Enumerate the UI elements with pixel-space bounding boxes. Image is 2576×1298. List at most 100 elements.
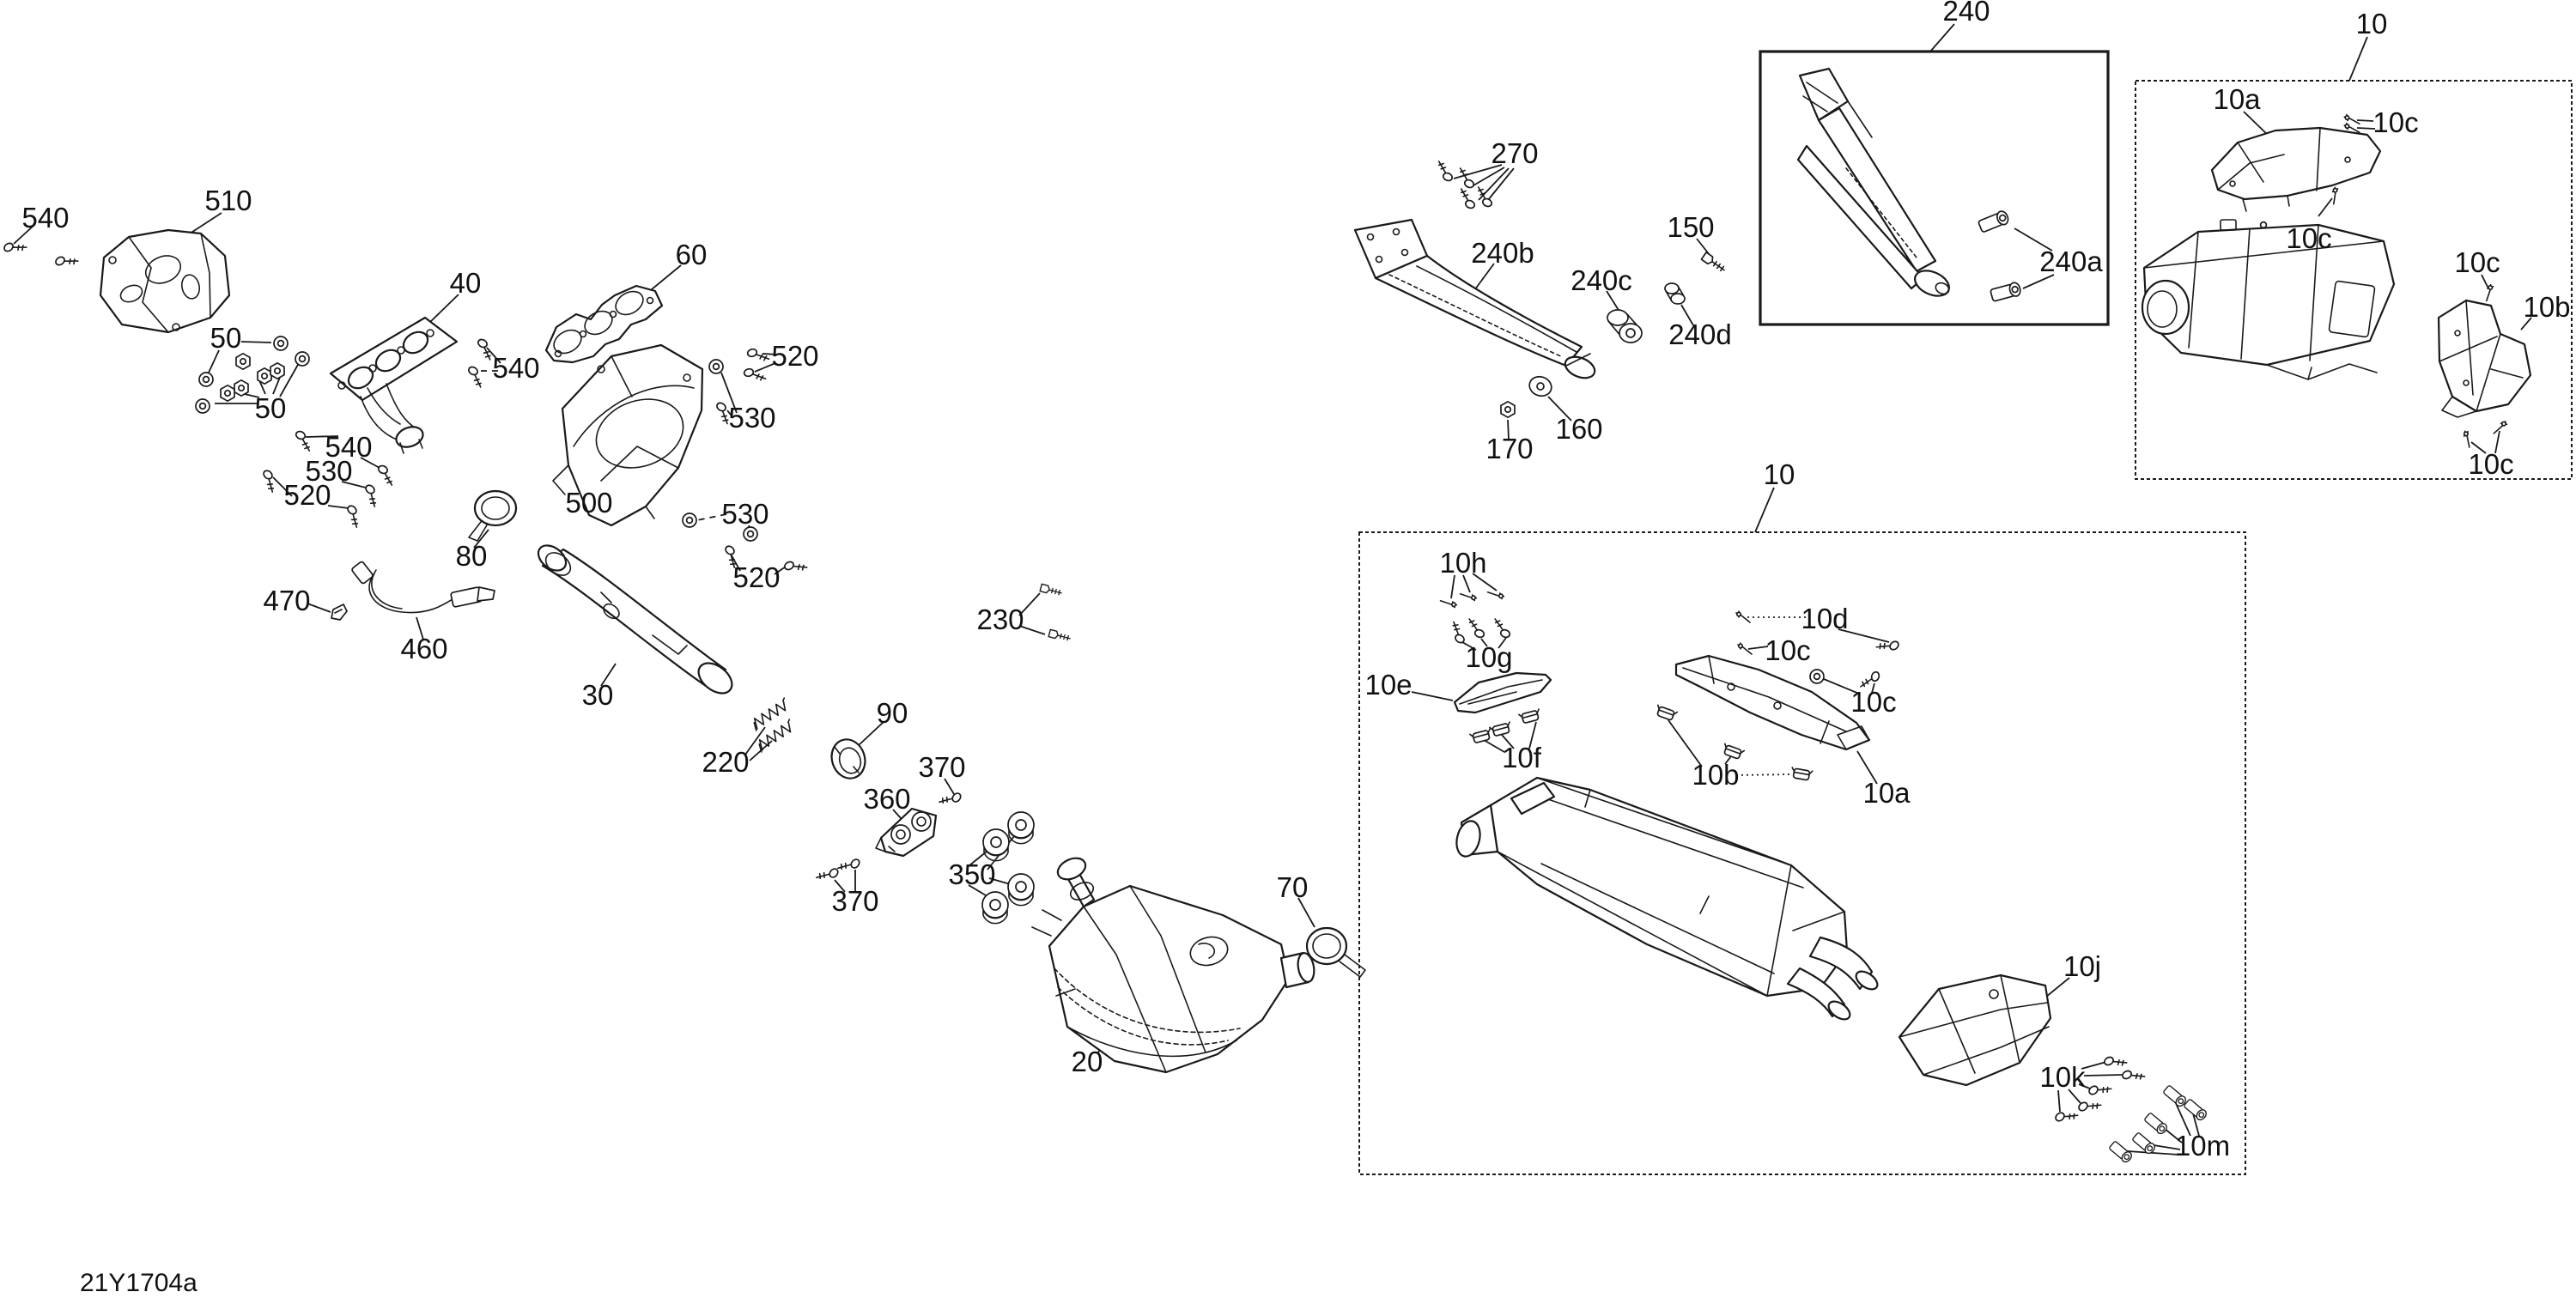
screw-icon — [2102, 1050, 2128, 1073]
push-pin-icon — [1459, 588, 1478, 605]
callout-520-3: 520 — [732, 561, 780, 593]
callout-370-2: 370 — [831, 885, 878, 917]
bolt-150-icon — [1700, 252, 1728, 275]
push-pins-10c-top-right — [2259, 112, 2508, 448]
callout-460: 460 — [400, 633, 447, 664]
muffler-bracket-360 — [875, 807, 938, 858]
callout-10c-tr1: 10c — [2372, 106, 2418, 138]
bolt-icon — [2107, 1139, 2135, 1165]
inset-box-10-main — [1358, 531, 2246, 1175]
washer-icon — [1809, 669, 1825, 684]
callout-530-3: 530 — [721, 498, 769, 530]
callout-160: 160 — [1555, 413, 1602, 445]
bolt-icon — [2142, 1111, 2170, 1137]
heat-shield-510 — [99, 228, 231, 334]
callout-170: 170 — [1485, 433, 1533, 464]
screw-icon — [1463, 618, 1489, 640]
muffler-body-10 — [2141, 219, 2396, 380]
callout-10k: 10k — [2039, 1061, 2086, 1093]
nut-icon — [257, 367, 272, 385]
callout-240c: 240c — [1571, 264, 1632, 296]
callout-10c-tr2: 10c — [2286, 222, 2331, 254]
push-pin-icon — [1439, 595, 1458, 612]
muffler-top-shield-10a — [2210, 126, 2382, 212]
rubber-mount-icon — [981, 891, 1009, 925]
clip-icon — [1518, 708, 1542, 725]
bolt-240a-icon — [1977, 209, 2011, 234]
callout-150: 150 — [1667, 211, 1714, 243]
figure-code: 21Y1704a — [80, 1269, 197, 1297]
support-bracket-240b — [1353, 218, 1596, 379]
callout-500: 500 — [565, 487, 612, 519]
push-pin-icon — [2493, 419, 2508, 436]
bolt-icon — [1048, 628, 1072, 643]
washer-icon — [273, 336, 289, 351]
callout-10a-top: 10a — [2213, 83, 2261, 115]
inset-box-10-top — [2135, 80, 2573, 480]
callout-10c-main2: 10c — [1850, 686, 1896, 718]
callout-530-2: 530 — [728, 402, 775, 434]
callout-10c-tr4: 10c — [2468, 448, 2513, 480]
callout-10b-tr: 10b — [2523, 291, 2570, 323]
screw-icon — [2, 234, 27, 259]
screw-icon — [1489, 618, 1515, 640]
bolt-icon — [1039, 583, 1063, 597]
screw-icon — [2053, 1104, 2079, 1129]
muffler-20 — [1031, 857, 1315, 1074]
callout-90: 90 — [877, 697, 908, 729]
outlet-tip-shield-10j — [1898, 974, 2052, 1087]
callout-10b-main: 10b — [1692, 759, 1739, 791]
callout-50-2: 50 — [255, 392, 287, 424]
callout-10d: 10d — [1801, 603, 1848, 634]
exhaust-manifold-40 — [329, 316, 459, 454]
callout-20: 20 — [1072, 1046, 1103, 1077]
rubber-mount-icon — [982, 828, 1010, 862]
spacer-240d — [1664, 282, 1686, 305]
callout-470: 470 — [263, 585, 310, 616]
screw-icon — [1875, 634, 1901, 658]
callout-270: 270 — [1491, 137, 1538, 169]
washer-160 — [1528, 375, 1552, 397]
callout-10-box-top: 10 — [2356, 8, 2388, 39]
nut-icon — [270, 361, 285, 380]
callout-40: 40 — [450, 267, 482, 299]
bushing-240c — [1607, 309, 1643, 343]
push-pin-icon — [2481, 283, 2498, 302]
callout-labels: 540 510 50 50 40 60 540 540 530 520 520 … — [21, 0, 2570, 1162]
washer-icon — [295, 351, 310, 367]
washer-icon — [198, 372, 214, 387]
callout-10f: 10f — [1502, 742, 1542, 773]
screw-icon — [2076, 1094, 2102, 1119]
clip-icon — [1653, 704, 1679, 723]
callout-540-1: 540 — [21, 202, 69, 234]
nut-170-icon — [1500, 400, 1516, 419]
pipe-clamp-80 — [468, 489, 518, 542]
callout-220: 220 — [702, 746, 749, 778]
screw-icon — [291, 429, 317, 452]
callout-10j: 10j — [2063, 950, 2101, 982]
oxygen-sensor-460 — [351, 561, 495, 614]
callout-10c-tr3: 10c — [2454, 246, 2500, 278]
manifold-heat-shield-500 — [552, 343, 704, 527]
screw-icon — [1431, 161, 1457, 183]
callout-240d: 240d — [1668, 318, 1731, 350]
screw-icon — [1471, 186, 1497, 209]
callout-240b: 240b — [1471, 237, 1534, 269]
leader-lines-left — [13, 212, 1315, 1054]
callout-360: 360 — [863, 783, 910, 815]
callout-510: 510 — [204, 185, 252, 216]
bolt-240a-icon — [1989, 281, 2023, 303]
callout-350: 350 — [948, 858, 995, 890]
washer-icon — [708, 359, 724, 374]
long-shield-10a-main — [1674, 654, 1871, 751]
spring-icon — [749, 697, 792, 731]
washer-icon — [682, 513, 697, 528]
callout-230: 230 — [976, 604, 1024, 635]
screw-icon — [745, 344, 770, 365]
bolt-icon — [2161, 1083, 2189, 1109]
clip-icon — [1720, 743, 1746, 761]
callout-240a: 240a — [2039, 246, 2103, 277]
muffler-side-shield-10b — [2437, 299, 2532, 418]
nut-icon — [235, 352, 251, 371]
